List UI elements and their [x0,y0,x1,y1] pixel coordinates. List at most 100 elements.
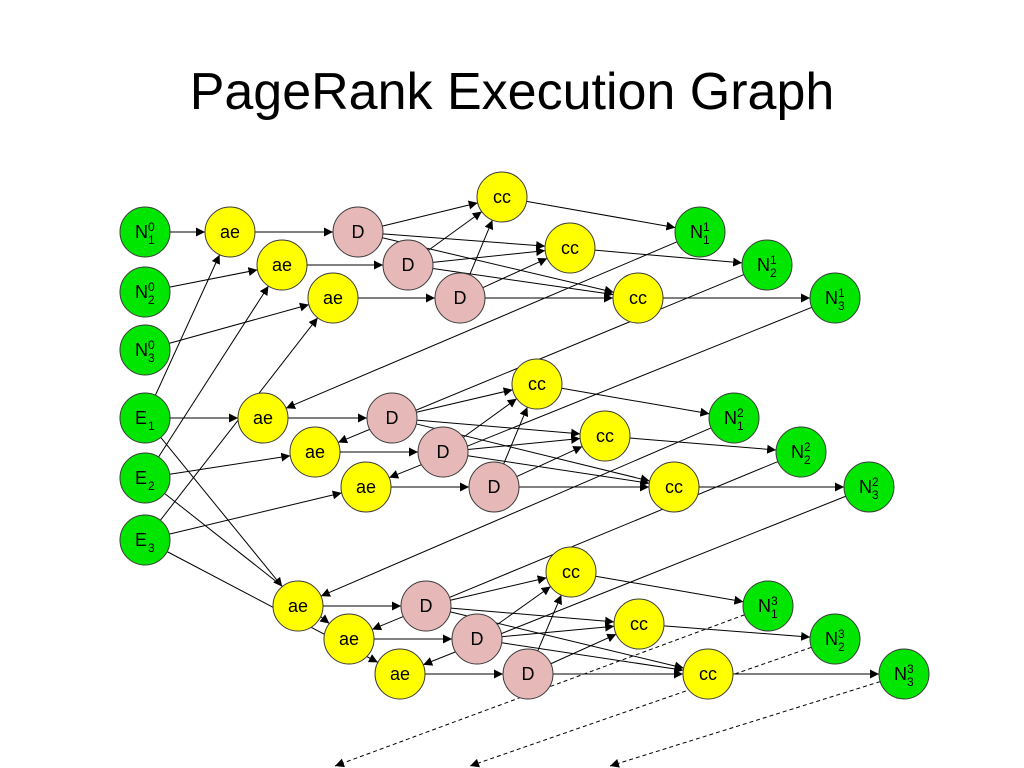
node-circle [468,461,520,513]
node-circle [374,648,426,700]
node-circle [434,272,486,324]
node-ae23: ae [340,461,392,513]
node-circle [204,206,256,258]
node-circle [843,461,895,513]
edge-d12-cc11 [427,211,483,251]
node-circle [511,358,563,410]
node-label: D [488,477,501,497]
edge-cc22-n22 [629,437,777,454]
node-label: cc [630,614,648,634]
node-ae22: ae [289,426,341,478]
node-label: D [454,288,467,308]
node-label: D [402,255,415,275]
node-circle [451,613,503,665]
node-e1: E1 [119,392,171,444]
node-circle [119,514,171,566]
node-circle [878,648,930,700]
node-cc11: cc [476,171,528,223]
node-ae21: ae [237,392,289,444]
edge-e1-ae31 [160,437,283,587]
node-circle [332,206,384,258]
node-circle [119,266,171,318]
node-circle [809,272,861,324]
node-ae13: ae [307,272,359,324]
edge-n03-ae13 [168,302,310,344]
edge-d33-cc32 [550,633,617,665]
node-circle [119,452,171,504]
node-cc32: cc [613,598,665,650]
node-e2: E2 [119,452,171,504]
edge-d13-cc11 [469,219,494,276]
node-d31: D [400,580,452,632]
node-label: ae [305,442,325,462]
node-circle [272,580,324,632]
node-label: cc [493,187,511,207]
node-circle [119,324,171,376]
edge-n21-ae31 [320,427,712,597]
node-circle [648,461,700,513]
node-label: D [420,596,433,616]
node-label: ae [339,629,359,649]
node-label: cc [629,288,647,308]
edge-cc11-n11 [526,200,676,231]
node-label: cc [596,426,614,446]
node-label: cc [665,477,683,497]
node-label: ae [323,288,343,308]
node-label: ae [272,255,292,275]
node-d12: D [382,239,434,291]
edge-d22-cc22 [467,434,581,451]
node-d13: D [434,272,486,324]
node-ae31: ae [272,580,324,632]
node-circle [502,648,554,700]
node-cc12: cc [544,222,596,274]
edge-d31-cc31 [450,575,547,601]
edge-d31-cc32 [450,607,615,626]
edge-cc32-n32 [663,625,811,641]
node-cc22: cc [579,410,631,462]
node-circle [323,613,375,665]
node-ae33: ae [374,648,426,700]
edge-d32-cc31 [497,586,551,625]
node-d23: D [468,461,520,513]
node-circle [340,461,392,513]
node-d33: D [502,648,554,700]
edge-d21-cc22 [416,419,581,438]
node-circle [682,648,734,700]
edge-d33-cc31 [537,594,562,652]
edge-n32-next-iteration [469,646,812,768]
node-label: E3 [135,530,155,555]
node-ae11: ae [204,206,256,258]
edge-d32-cc33 [501,642,684,674]
edge-d11-cc11 [382,200,478,227]
node-label: ae [288,596,308,616]
node-circle [237,392,289,444]
node-label: cc [528,374,546,394]
node-label: E2 [135,468,155,493]
node-circle [741,239,793,291]
node-circle [366,392,418,444]
node-circle [613,598,665,650]
node-circle [579,410,631,462]
node-circle [612,272,664,324]
node-label: D [471,629,484,649]
node-d22: D [417,426,469,478]
node-circle [307,272,359,324]
node-label: ae [253,408,273,428]
edge-e1-ae11 [154,254,221,396]
node-circle [708,392,760,444]
